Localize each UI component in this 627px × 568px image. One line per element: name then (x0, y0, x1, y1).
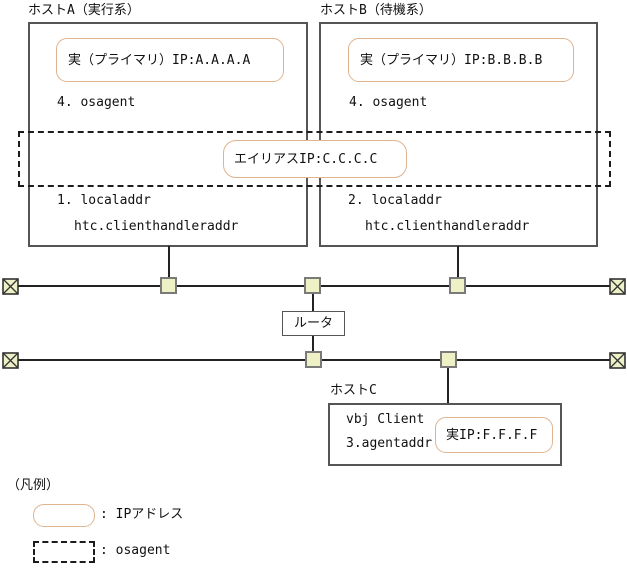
alias-ip-shape: エイリアスIP:C.C.C.C (223, 140, 407, 178)
host-a-title: ホストA（実行系） (28, 3, 140, 18)
router-downlink-line (312, 336, 314, 353)
network-terminator-icon (609, 278, 626, 295)
host-b-title: ホストB（待機系） (320, 3, 432, 18)
host-a-primary-ip-label: 実（プライマリ）IP:A.A.A.A (68, 52, 251, 68)
router-label: ルータ (293, 316, 333, 331)
router-uplink-line (312, 294, 314, 312)
network-terminator-icon (609, 352, 626, 369)
host-c-drop-line (447, 368, 449, 403)
legend-ip-shape (33, 504, 95, 527)
host-b-clienthandleraddr-label: htc.clienthandleraddr (365, 219, 530, 234)
host-b-primary-ip-label: 実（プライマリ）IP:B.B.B.B (360, 52, 543, 68)
host-a-clienthandleraddr-label: htc.clienthandleraddr (74, 219, 239, 234)
host-c-real-ip-label: 実IP:F.F.F.F (446, 427, 538, 443)
router-box: ルータ (282, 311, 345, 336)
host-a-localaddr-label: 1. localaddr (57, 193, 151, 208)
host-b-primary-ip-shape: 実（プライマリ）IP:B.B.B.B (348, 38, 574, 82)
host-a-osagent-label: 4. osagent (57, 95, 136, 110)
legend-osagent-shape (33, 541, 95, 563)
host-c-box (328, 403, 562, 466)
host-c-title: ホストC (330, 383, 377, 398)
network-tap-icon (440, 351, 457, 368)
host-a-drop-line (168, 246, 170, 279)
legend-ip-label: : IPアドレス (100, 507, 184, 522)
network-tap-icon (304, 277, 321, 294)
network-terminator-icon (2, 278, 19, 295)
host-b-osagent-label: 4. osagent (349, 95, 428, 110)
network-tap-icon (160, 277, 177, 294)
host-c-real-ip-shape: 実IP:F.F.F.F (435, 417, 553, 453)
osagent-dashed-zone (18, 131, 611, 187)
legend-title: （凡例） (7, 478, 60, 493)
legend-osagent-label: : osagent (100, 543, 171, 558)
host-a-primary-ip-shape: 実（プライマリ）IP:A.A.A.A (56, 38, 284, 82)
host-c-client-label: vbj Client (346, 412, 425, 427)
host-b-localaddr-label: 2. localaddr (348, 193, 442, 208)
alias-ip-label: エイリアスIP:C.C.C.C (234, 151, 378, 167)
host-b-drop-line (457, 246, 459, 279)
network-tap-icon (449, 277, 466, 294)
network-tap-icon (305, 351, 322, 368)
host-c-agentaddr-label: 3.agentaddr (346, 436, 433, 451)
network-terminator-icon (2, 352, 19, 369)
